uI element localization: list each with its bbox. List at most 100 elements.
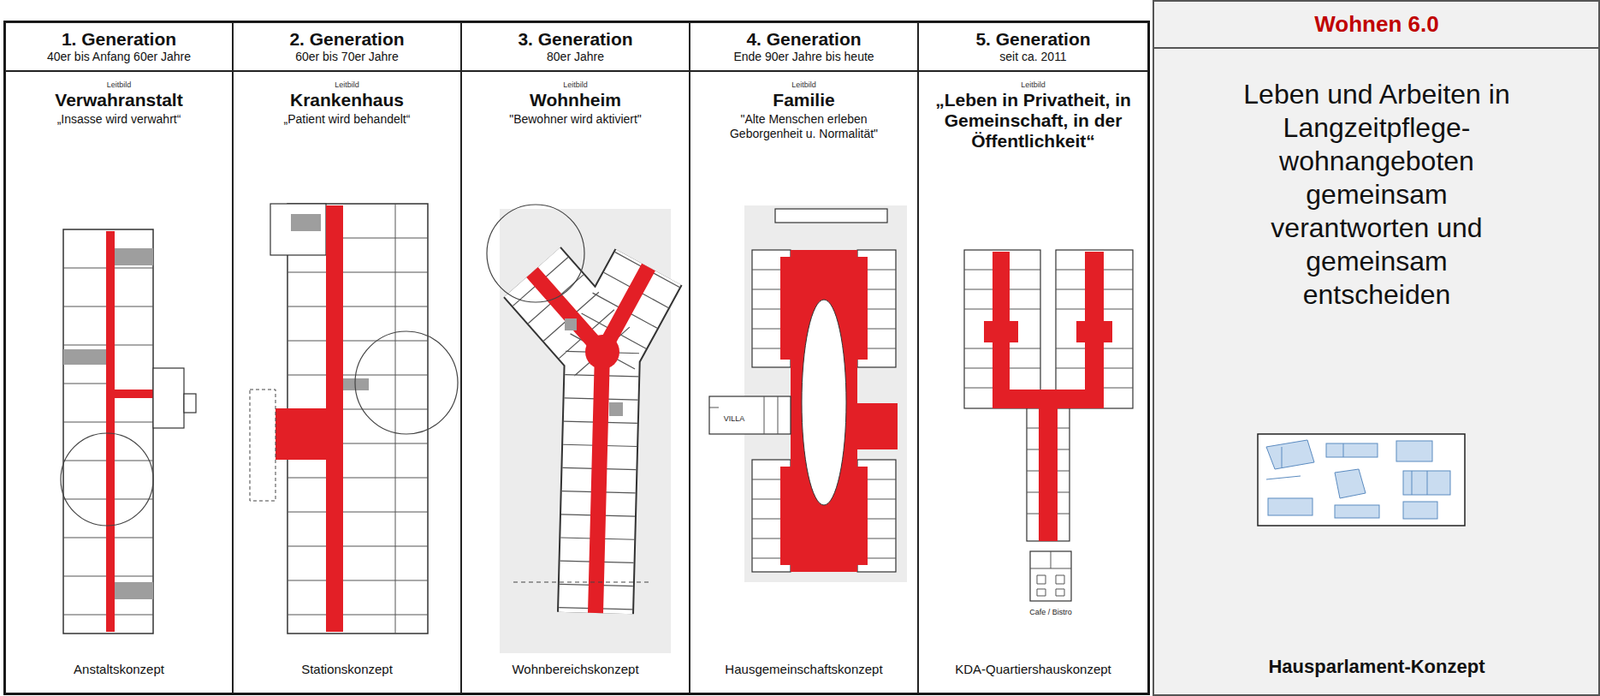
room-cluster [857, 459, 896, 572]
leitbild-caption: Leitbild [106, 80, 132, 90]
service-room [609, 402, 623, 416]
thumbnail-plan [1268, 497, 1313, 516]
plan-label: Cafe / Bistro [1028, 607, 1073, 617]
dashed-terrace [513, 581, 651, 583]
leitbild-caption: Leitbild [791, 80, 817, 90]
annex [153, 367, 184, 428]
period-text: 80er Jahre [546, 49, 605, 65]
plan-generation-3 [486, 204, 671, 653]
building-wing [775, 208, 888, 223]
concept-name: Hausgemeinschaftskonzept [724, 661, 883, 677]
cafe-building [1030, 551, 1072, 601]
building-wing [1055, 249, 1133, 409]
building-outline [63, 229, 154, 634]
room-walls [964, 269, 1133, 388]
plan-generation-2 [249, 203, 458, 634]
corridor [857, 256, 868, 360]
leitbild-title: Verwahranstalt [54, 89, 183, 111]
dashed-terrace [249, 389, 276, 501]
thumbnail-frame [1257, 433, 1465, 526]
thumbnail-plan [1334, 504, 1380, 518]
leitbild-title: Wohnheim [529, 89, 622, 111]
period-text: Ende 90er Jahre bis heute [733, 49, 874, 65]
corridor [1038, 408, 1058, 541]
generation-header-cell: 2. Generation60er bis 70er Jahre [232, 22, 462, 72]
corridor [532, 266, 649, 613]
day-room [857, 402, 898, 450]
generation-heading: 5. Generation [975, 29, 1091, 50]
plan-ground [744, 205, 907, 582]
leitbild-caption: Leitbild [562, 80, 588, 90]
thumbnail-plan [1326, 443, 1378, 457]
day-room [983, 320, 1019, 343]
leitbild-quote: „Insasse wird verwahrt“ [57, 112, 182, 127]
plan-generation-5 [964, 249, 1133, 601]
generation-header-cell: 3. Generation80er Jahre [461, 22, 690, 72]
concept-name: Wohnbereichskonzept [511, 661, 639, 677]
leitbild-quote: "Bewohner wird aktiviert" [509, 112, 642, 127]
corridor [857, 466, 868, 565]
period-text: 40er bis Anfang 60er Jahre [47, 49, 191, 65]
thumbnail-plan [1403, 501, 1438, 519]
building-wing [270, 203, 326, 255]
room-walls [709, 396, 778, 434]
leitbild-title: Krankenhaus [290, 89, 404, 111]
concept-heading: Wohnen 6.0 [1314, 11, 1439, 37]
concept-name: Anstaltskonzept [73, 661, 165, 677]
concept-description: Leben und Arbeiten in Langzeitpflege- wo… [1231, 77, 1523, 312]
service-room [63, 349, 107, 365]
generation-body-cell: LeitbildVerwahranstalt„Insasse wird verw… [5, 71, 233, 694]
generation-header-cell: 4. GenerationEnde 90er Jahre bis heute [689, 22, 919, 72]
period-text: seit ca. 2011 [999, 49, 1067, 65]
service-room [114, 248, 154, 266]
leitbild-title: „Leben in Privatheit, in Gemeinschaft, i… [926, 89, 1141, 152]
leitbild-caption: Leitbild [334, 80, 360, 90]
generation-body-cell: LeitbildFamilie"Alte Menschen erleben Ge… [689, 71, 919, 694]
generation-heading: 3. Generation [517, 29, 633, 50]
room-walls [1030, 551, 1072, 596]
building-wing [964, 249, 1041, 409]
highlight-circle [486, 204, 585, 303]
annex [183, 393, 196, 413]
corridor [106, 231, 115, 632]
generation-heading: 1. Generation [61, 29, 177, 50]
day-room [275, 408, 326, 460]
generation-body-cell: Leitbild„Leben in Privatheit, in Gemeins… [918, 71, 1149, 694]
concept-name: KDA-Quartiershauskonzept [954, 661, 1112, 677]
wing-outline [532, 266, 649, 613]
day-room [1076, 320, 1113, 343]
generation-heading: 4. Generation [746, 29, 861, 50]
leitbild-caption: Leitbild [1020, 80, 1046, 90]
service-room [564, 318, 577, 331]
thumbnail-walls [1266, 443, 1428, 495]
generation-body-cell: LeitbildKrankenhaus„Patient wird behande… [232, 71, 462, 694]
period-text: 60er bis 70er Jahre [295, 49, 399, 65]
room-walls [532, 266, 649, 613]
corridor [992, 389, 1104, 409]
thumbnail-plan [1266, 439, 1315, 469]
concept-name: Stationskonzept [301, 661, 393, 677]
corridor [114, 389, 154, 398]
side-panel [1153, 0, 1600, 695]
generation-header-cell: 1. Generation40er bis Anfang 60er Jahre [5, 22, 233, 72]
generation-heading: 2. Generation [289, 29, 404, 50]
leitbild-quote: "Alte Menschen erleben Geborgenheit u. N… [707, 112, 901, 142]
highlight-circle [60, 432, 154, 526]
generation-body-cell: LeitbildWohnheim"Bewohner wird aktiviert… [461, 71, 690, 694]
generation-header-cell: 5. Generationseit ca. 2011 [918, 22, 1149, 72]
plan-ground [499, 208, 671, 653]
building-wing [1026, 408, 1070, 541]
service-room [290, 213, 321, 232]
plan-label: VILLA [722, 414, 747, 424]
leitbild-title: Familie [772, 89, 835, 111]
corridor [780, 256, 791, 360]
service-room [114, 581, 154, 599]
corridor-hub [585, 334, 620, 369]
plan-generation-1 [60, 229, 196, 634]
concept-name: Hausparlament-Konzept [1268, 655, 1485, 678]
highlight-circle [355, 331, 458, 434]
villa-annex [709, 396, 791, 434]
leitbild-quote: „Patient wird behandelt“ [284, 112, 411, 127]
concept-header-cell: Wohnen 6.0 [1153, 0, 1600, 48]
thumbnail-plan [1396, 440, 1433, 462]
